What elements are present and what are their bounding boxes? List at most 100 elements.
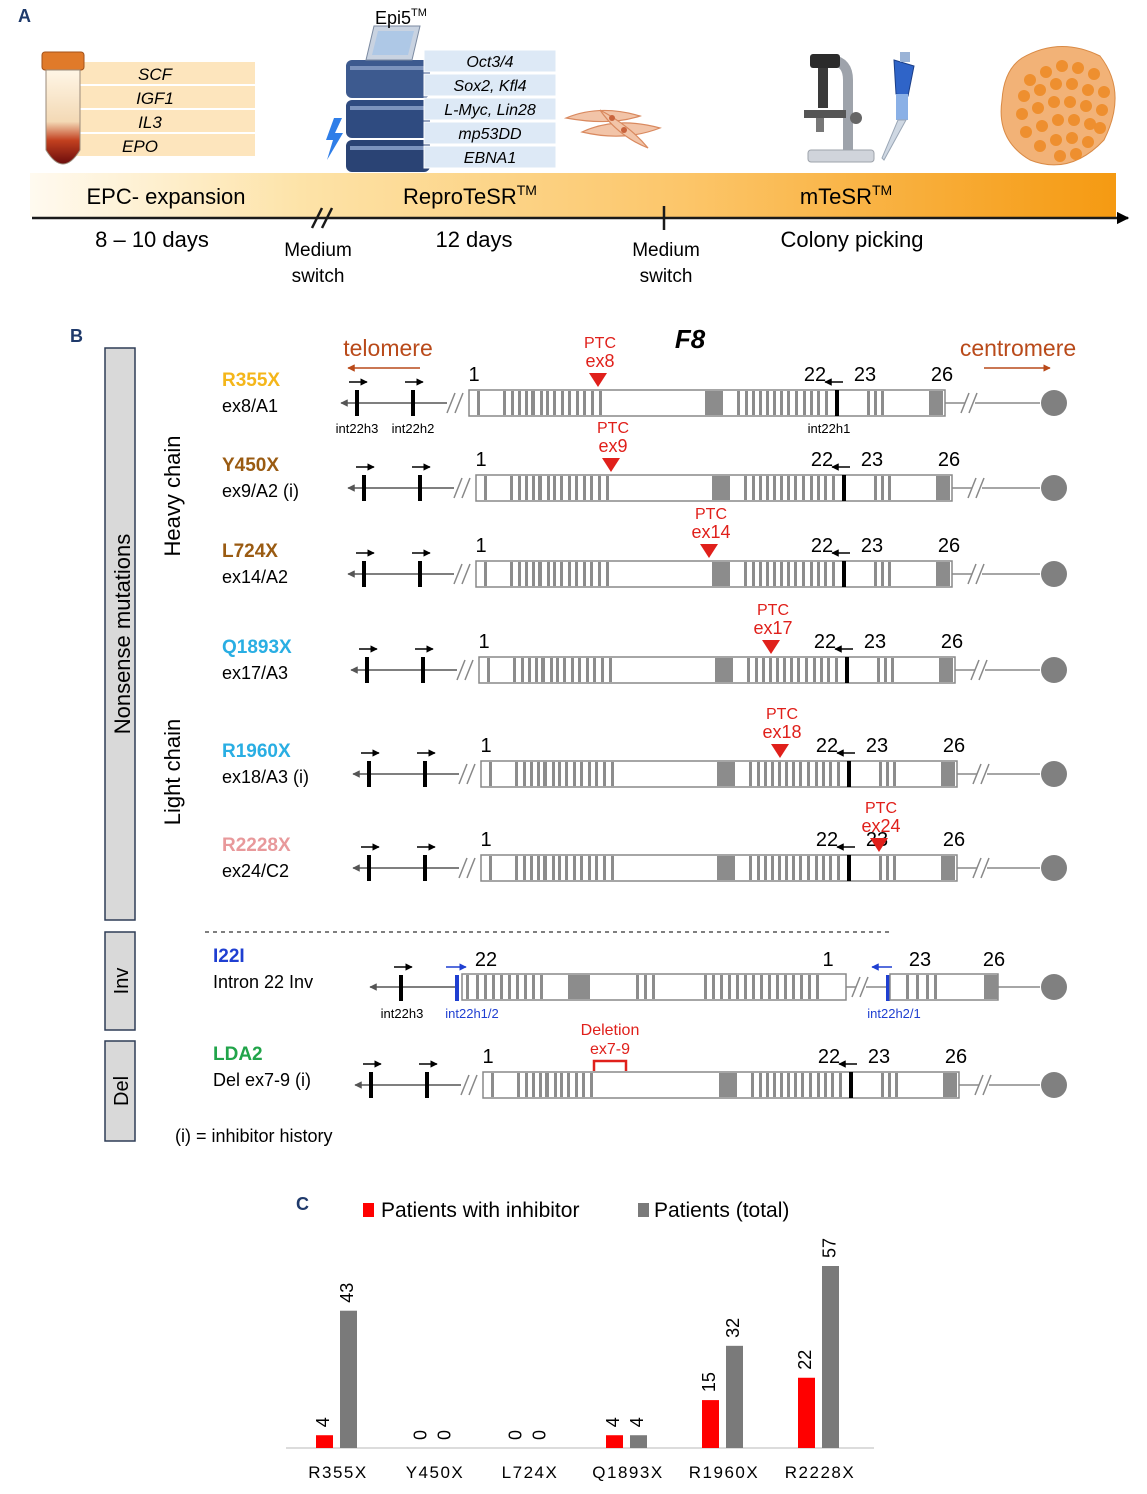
exon	[759, 1073, 762, 1097]
exon	[906, 975, 909, 999]
exon	[785, 762, 788, 786]
exon	[810, 476, 813, 500]
exon	[766, 1073, 769, 1097]
exon	[532, 975, 535, 999]
exon	[728, 975, 731, 999]
exon	[530, 856, 533, 880]
exon	[832, 476, 835, 500]
inversion-desc: Intron 22 Inv	[213, 972, 313, 992]
exon	[810, 391, 813, 415]
x-tick-label: R1960X	[689, 1463, 759, 1482]
exon	[558, 762, 561, 786]
int22h1-marker	[845, 657, 849, 683]
exon	[515, 762, 518, 786]
deletion-label: Deletion	[581, 1022, 640, 1039]
exon	[874, 391, 877, 415]
int22h21-marker	[886, 975, 890, 1001]
exon26-number: 26	[931, 364, 953, 386]
exon	[888, 1073, 891, 1097]
int22h2-marker	[423, 761, 427, 787]
cytokine-label: IL3	[138, 113, 162, 132]
exon	[941, 856, 955, 880]
inv-break-icon	[851, 976, 861, 998]
exon	[943, 1073, 957, 1097]
exon	[794, 562, 797, 586]
exon26-number: 26	[938, 535, 960, 557]
exon	[815, 856, 818, 880]
exon	[824, 562, 827, 586]
exon	[815, 762, 818, 786]
exon	[537, 762, 540, 786]
break-icon	[972, 763, 982, 785]
ptc-label: PTC	[584, 335, 616, 352]
exon	[895, 1073, 898, 1097]
exon	[778, 762, 781, 786]
break-icon	[980, 857, 990, 879]
panel-c: C Patients with inhibitor Patients (tota…	[286, 1194, 874, 1482]
exon	[794, 1073, 797, 1097]
exon	[759, 562, 762, 586]
exon	[783, 658, 786, 682]
exon1-number: 1	[468, 364, 479, 386]
exon	[879, 762, 882, 786]
inv-exon26-number: 26	[983, 949, 1005, 971]
exon	[547, 476, 550, 500]
data-label: 22	[795, 1350, 815, 1370]
exon	[792, 856, 795, 880]
exon	[583, 476, 586, 500]
exon26-number: 26	[941, 631, 963, 653]
exon	[538, 562, 542, 586]
exon	[752, 975, 755, 999]
exon1-number: 1	[475, 535, 486, 557]
exon	[769, 658, 772, 682]
exon	[558, 856, 561, 880]
exon	[477, 391, 480, 415]
exon	[518, 476, 521, 500]
exon26-number: 26	[943, 829, 965, 851]
ptc-exon-label: ex8	[585, 351, 614, 371]
exon	[586, 658, 589, 682]
exon	[521, 658, 524, 682]
exon	[484, 476, 487, 500]
exon	[776, 658, 779, 682]
x-tick-label: Y450X	[406, 1463, 465, 1482]
exon	[816, 975, 819, 999]
int22h3-marker	[367, 761, 371, 787]
exon	[805, 658, 808, 682]
exon	[835, 658, 838, 682]
microscope-icon	[804, 54, 875, 163]
int22h1-marker	[835, 390, 839, 416]
exon	[736, 975, 739, 999]
exon	[568, 476, 571, 500]
exon	[552, 856, 555, 880]
telomere-label: telomere	[343, 335, 432, 361]
break-icon	[466, 857, 476, 879]
exon	[936, 476, 950, 500]
mutation-desc: ex9/A2 (i)	[222, 481, 299, 501]
centromere-dot	[1041, 561, 1067, 587]
exon	[799, 762, 802, 786]
data-label: 0	[434, 1430, 454, 1440]
exon	[936, 562, 950, 586]
panel-b: B Nonsense mutations Heavy chain Light c…	[70, 324, 1076, 1146]
panel-a-letter: A	[18, 6, 31, 26]
exon	[553, 391, 556, 415]
exon26-number: 26	[943, 735, 965, 757]
break-icon	[453, 477, 463, 499]
ptc-marker-icon	[602, 458, 620, 472]
exon	[599, 391, 602, 415]
exon	[541, 658, 545, 682]
int22h3-marker	[362, 475, 366, 501]
exon	[799, 856, 802, 880]
exon	[636, 975, 639, 999]
exon	[744, 975, 747, 999]
exon	[606, 562, 609, 586]
exon	[934, 975, 937, 999]
footnote: (i) = inhibitor history	[175, 1126, 333, 1146]
medium-switch-1-line2: switch	[292, 266, 345, 287]
exon	[546, 391, 549, 415]
exon	[792, 975, 795, 999]
